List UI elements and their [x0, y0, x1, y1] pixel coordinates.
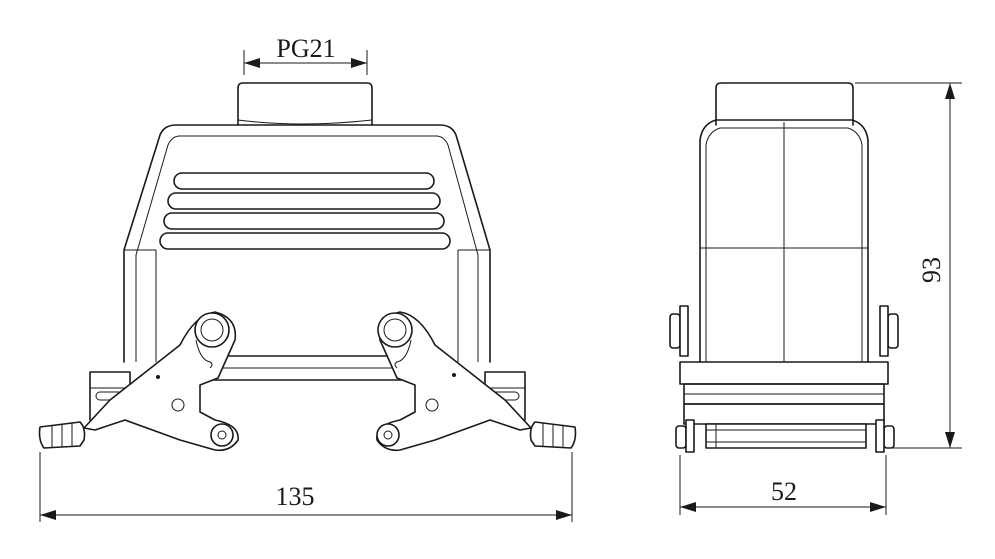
- dimension-label-135: 135: [276, 482, 315, 511]
- side-view: [669, 82, 899, 453]
- dimension-93: 93: [855, 82, 962, 449]
- ventilation-ribs: [159, 172, 451, 250]
- side-gland: [715, 82, 854, 126]
- side-lever-pins: [669, 305, 899, 453]
- dimension-52: 52: [679, 455, 887, 515]
- dimension-pg21: PG21: [243, 34, 368, 75]
- locking-lever-left: [38, 311, 239, 452]
- side-hood: [699, 119, 869, 363]
- hood-body: [123, 124, 491, 363]
- side-base: [679, 361, 889, 449]
- cable-gland: [237, 82, 373, 126]
- dimension-135: 135: [39, 452, 573, 522]
- front-view: [38, 82, 577, 452]
- dimension-label-pg21: PG21: [276, 34, 335, 63]
- locking-lever-right: [376, 311, 577, 452]
- dimension-label-52: 52: [771, 477, 797, 506]
- dimension-label-93: 93: [917, 257, 946, 283]
